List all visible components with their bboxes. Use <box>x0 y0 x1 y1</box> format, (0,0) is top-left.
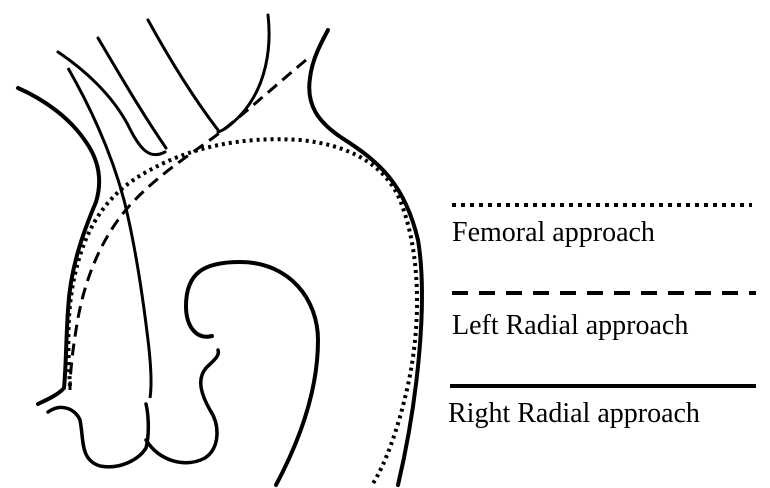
inner-arch-wall <box>186 262 318 485</box>
legend-label-right-radial: Right Radial approach <box>448 398 700 429</box>
legend-label-left-radial: Left Radial approach <box>452 310 688 341</box>
left-carotid-right-wall <box>148 20 218 130</box>
aortic-root-sinus-right <box>146 350 218 463</box>
descending-aorta-outer-wall <box>309 30 422 485</box>
brachiocephalic-outer-wall <box>18 88 99 404</box>
left-radial-catheter-path <box>70 60 306 390</box>
legend: Femoral approach Left Radial approach Ri… <box>448 205 756 429</box>
right-radial-catheter-path <box>68 68 151 398</box>
catheter-paths <box>68 60 417 485</box>
legend-label-femoral: Femoral approach <box>452 217 655 248</box>
aortic-root-sinuses <box>48 404 148 467</box>
brachiocephalic-inner-wall <box>58 52 165 155</box>
